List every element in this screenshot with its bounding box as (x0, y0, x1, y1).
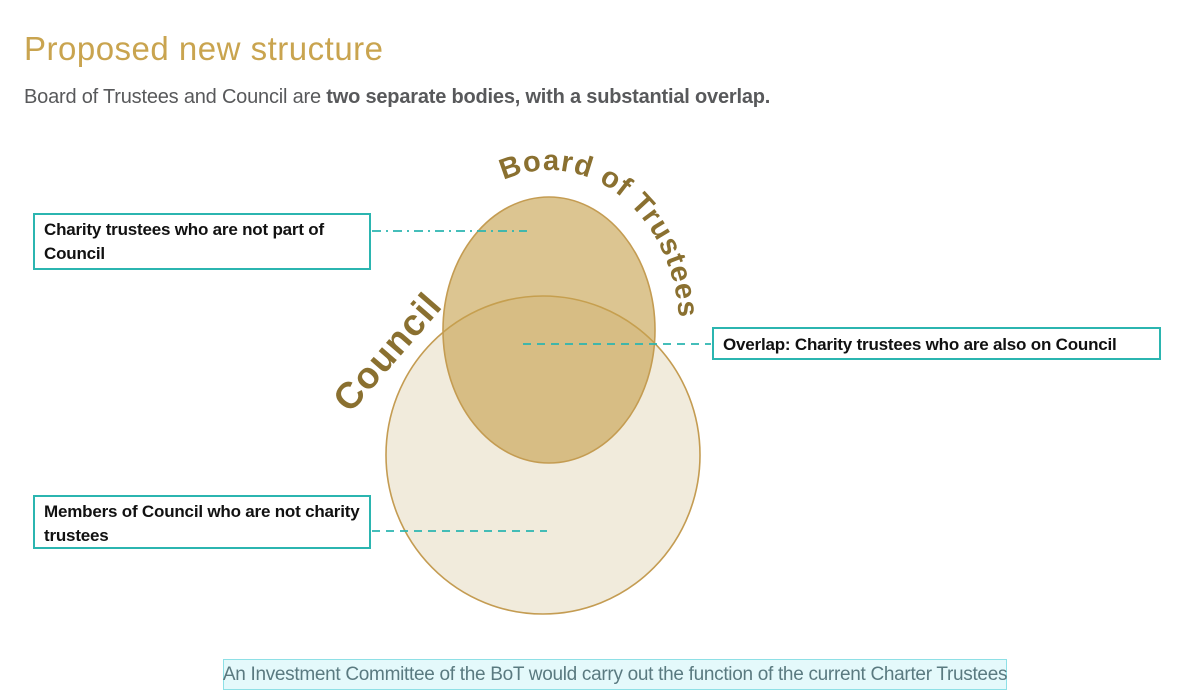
investment-committee-note: An Investment Committee of the BoT would… (223, 659, 1007, 690)
page-title: Proposed new structure (24, 30, 384, 67)
board-ellipse (442, 196, 656, 464)
subtitle-regular-text: Board of Trustees and Council are (24, 86, 327, 108)
callout-council-members-not-trustees: Members of Council who are not charity t… (33, 495, 371, 549)
subtitle-bold-text: two separate bodies, with a substantial … (326, 86, 771, 108)
slide-subtitle: Board of Trustees and Council are two se… (24, 86, 770, 109)
callout-charity-trustees-not-council: Charity trustees who are not part of Cou… (33, 213, 371, 270)
callout-overlap: Overlap: Charity trustees who are also o… (712, 327, 1161, 360)
